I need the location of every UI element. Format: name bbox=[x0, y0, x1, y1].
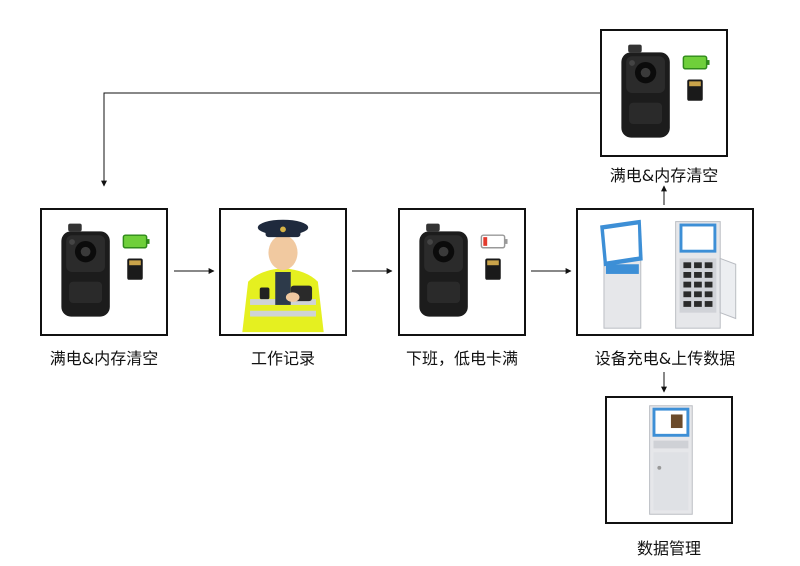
body-camera-full-icon bbox=[61, 223, 150, 317]
step-start-label: 满电&内存清空 bbox=[49, 349, 159, 368]
step-start-box bbox=[40, 208, 168, 336]
step-reset-box bbox=[600, 29, 728, 157]
police-officer-icon bbox=[242, 219, 324, 333]
body-camera-reset-icon bbox=[621, 44, 710, 138]
step-manage-label: 数据管理 bbox=[636, 539, 701, 558]
body-camera-low-icon bbox=[419, 223, 508, 317]
step-reset-label: 满电&内存清空 bbox=[609, 166, 719, 185]
step-work-box bbox=[219, 208, 347, 336]
step-offduty-box bbox=[398, 208, 526, 336]
step-offduty-label: 下班，低电卡满 bbox=[405, 349, 518, 368]
charging-station-icon bbox=[600, 219, 737, 329]
step-charge-label: 设备充电&上传数据 bbox=[594, 349, 736, 368]
data-terminal-icon bbox=[649, 405, 693, 515]
step-charge-box bbox=[576, 208, 754, 336]
step-work-label: 工作记录 bbox=[250, 349, 315, 368]
step-manage-box bbox=[605, 396, 733, 524]
arrow-reset-loop bbox=[101, 92, 600, 187]
